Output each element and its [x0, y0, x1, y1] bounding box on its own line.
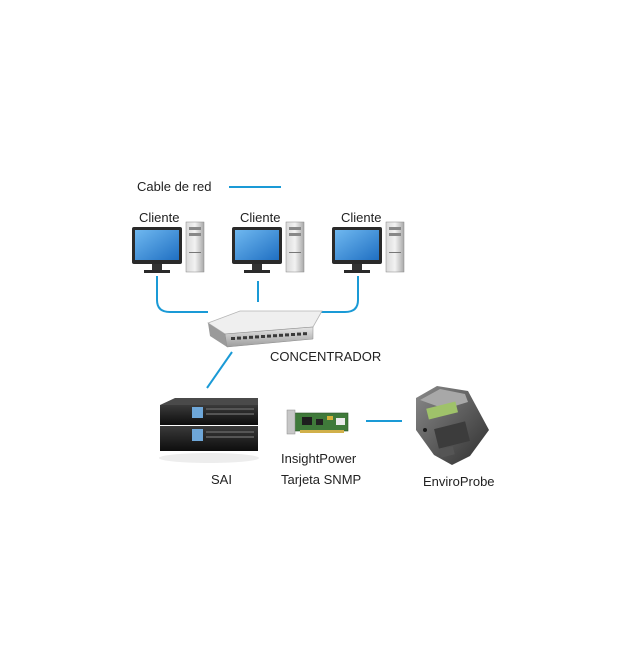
- network-cables: [156, 276, 402, 422]
- ups-label: SAI: [211, 472, 232, 487]
- probe-label: EnviroProbe: [423, 474, 495, 489]
- client-computer-2: [232, 221, 305, 273]
- hub-device: [207, 310, 323, 348]
- cable-client3-hub: [320, 276, 359, 313]
- ups-device: [159, 398, 259, 463]
- hub-label: CONCENTRADOR: [270, 349, 382, 364]
- cable-hub-ups: [206, 351, 233, 389]
- enviroprobe-device: [416, 386, 489, 465]
- client-label-3: Cliente: [341, 210, 382, 225]
- snmp-card-label-line1: InsightPower: [281, 451, 357, 466]
- cable-client1-hub: [156, 276, 208, 313]
- client-computer-3: [332, 221, 405, 273]
- snmp-card-label-line2: Tarjeta SNMP: [281, 472, 362, 487]
- client-computer-1: [132, 221, 205, 273]
- client-label-1: Cliente: [139, 210, 180, 225]
- client-label-2: Cliente: [240, 210, 281, 225]
- snmp-card-device: [286, 409, 349, 435]
- legend-label: Cable de red: [137, 179, 212, 194]
